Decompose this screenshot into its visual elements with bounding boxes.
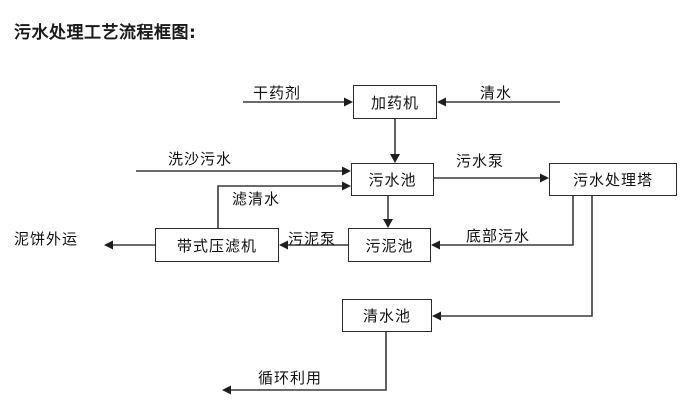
label-dry-chemical: 干药剂 bbox=[253, 84, 302, 102]
label-mud-cake-transport: 泥饼外运 bbox=[14, 230, 79, 248]
node-sewage-treatment-tower[interactable]: 污水处理塔 bbox=[549, 163, 677, 196]
node-clear-water-pool[interactable]: 清水池 bbox=[342, 299, 432, 332]
page-title: 污水处理工艺流程框图: bbox=[14, 23, 197, 43]
arrowhead-recycle bbox=[222, 385, 231, 395]
label-sand-washing-sewage: 洗沙污水 bbox=[168, 150, 233, 168]
node-sewage-pool[interactable]: 污水池 bbox=[351, 163, 434, 196]
label-filtered-clear-water: 滤清水 bbox=[232, 190, 281, 208]
edge-clear-pool-recycle bbox=[230, 332, 387, 391]
arrowhead-dry-chemical bbox=[344, 97, 353, 107]
node-dosing-machine[interactable]: 加药机 bbox=[353, 85, 437, 119]
arrowhead-bottom-sewage bbox=[431, 240, 440, 250]
arrowhead-clean-water bbox=[437, 97, 446, 107]
edge-tower-to-sludge-pool bbox=[439, 196, 574, 246]
edge-tower-to-clear-pool bbox=[440, 196, 593, 317]
node-sludge-pool[interactable]: 污泥池 bbox=[348, 228, 431, 262]
label-sludge-pump: 污泥泵 bbox=[288, 230, 337, 248]
arrowhead-dosing-to-sewage-pool bbox=[390, 154, 400, 163]
arrowhead-tower-to-clear-pool bbox=[432, 311, 441, 321]
label-recycle-reuse: 循环利用 bbox=[258, 369, 323, 387]
arrowhead-sewage-pump bbox=[540, 173, 549, 183]
label-bottom-sewage: 底部污水 bbox=[466, 227, 531, 245]
node-belt-filter-press[interactable]: 带式压滤机 bbox=[155, 228, 279, 262]
arrowhead-sludge-pump bbox=[279, 240, 288, 250]
arrowhead-filtered-water bbox=[342, 181, 351, 191]
arrowhead-sewage-to-sludge bbox=[383, 219, 393, 228]
label-clean-water: 清水 bbox=[480, 84, 513, 102]
label-sewage-pump: 污水泵 bbox=[456, 152, 505, 170]
edge-filtered-water-to-sewage-pool bbox=[217, 185, 343, 228]
arrowhead-sand-wash bbox=[342, 166, 351, 176]
arrowhead-mud-cake bbox=[104, 240, 113, 250]
